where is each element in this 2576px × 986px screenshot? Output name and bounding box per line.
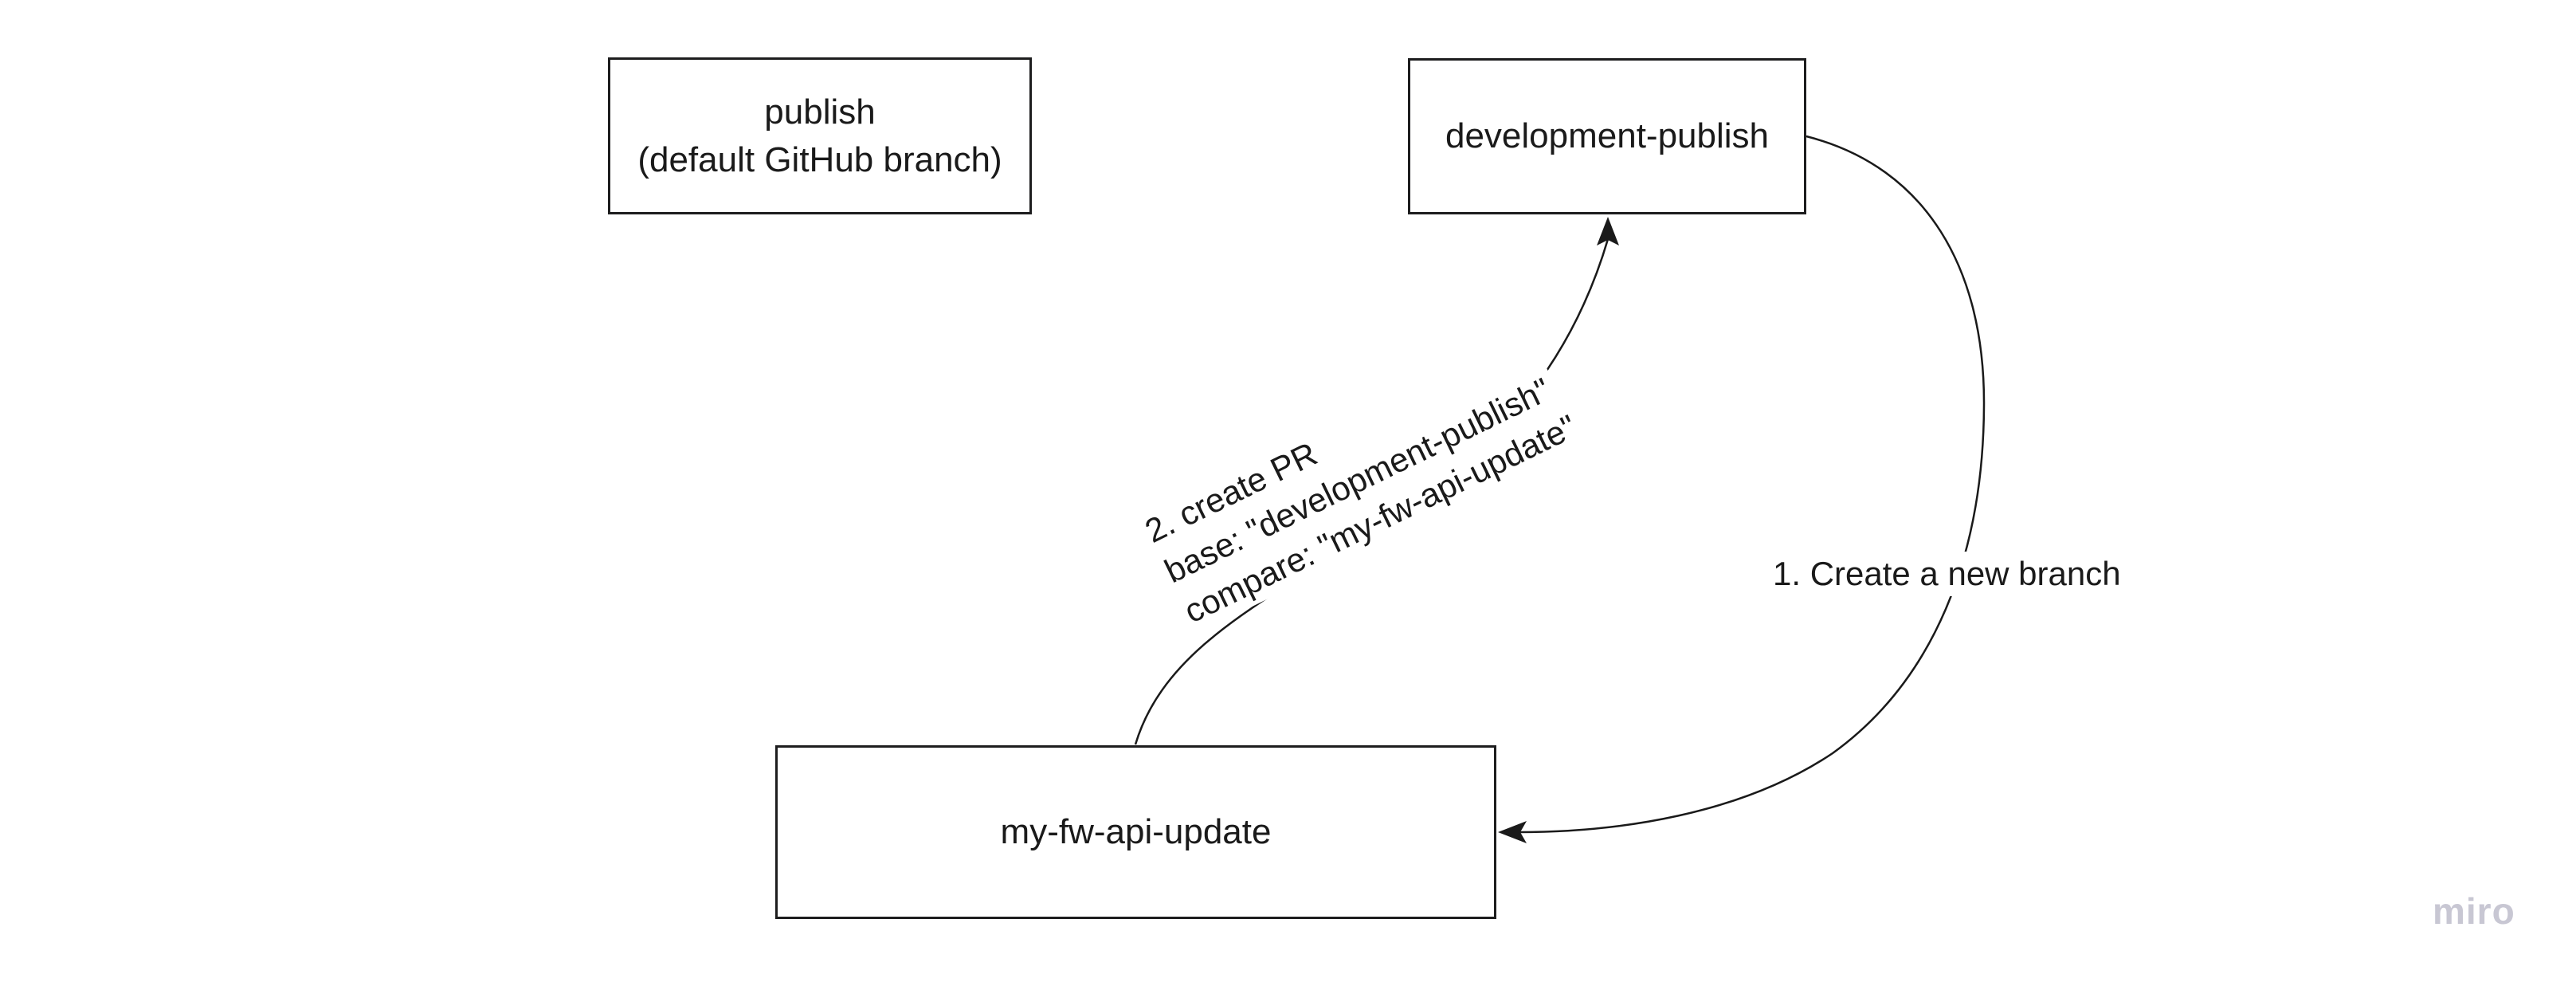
shape-my-fw-api-update-label: my-fw-api-update	[1000, 812, 1272, 851]
shape-publish-label-line2: (default GitHub branch)	[637, 139, 1002, 179]
shape-publish-label-line1: publish	[764, 92, 876, 132]
connector-create-branch-arrowhead[interactable]	[1498, 821, 1527, 843]
connector-create-pr-arrowhead[interactable]	[1597, 217, 1619, 246]
shape-publish[interactable]: publish (default GitHub branch)	[608, 57, 1032, 214]
miro-watermark: miro	[2433, 890, 2515, 932]
shape-development-publish-label: development-publish	[1445, 116, 1770, 155]
shape-development-publish[interactable]: development-publish	[1408, 58, 1806, 214]
connector-create-branch-label[interactable]: 1. Create a new branch	[1773, 552, 2121, 596]
shape-my-fw-api-update[interactable]: my-fw-api-update	[775, 745, 1496, 919]
connector-create-branch-line[interactable]	[1518, 135, 1986, 834]
